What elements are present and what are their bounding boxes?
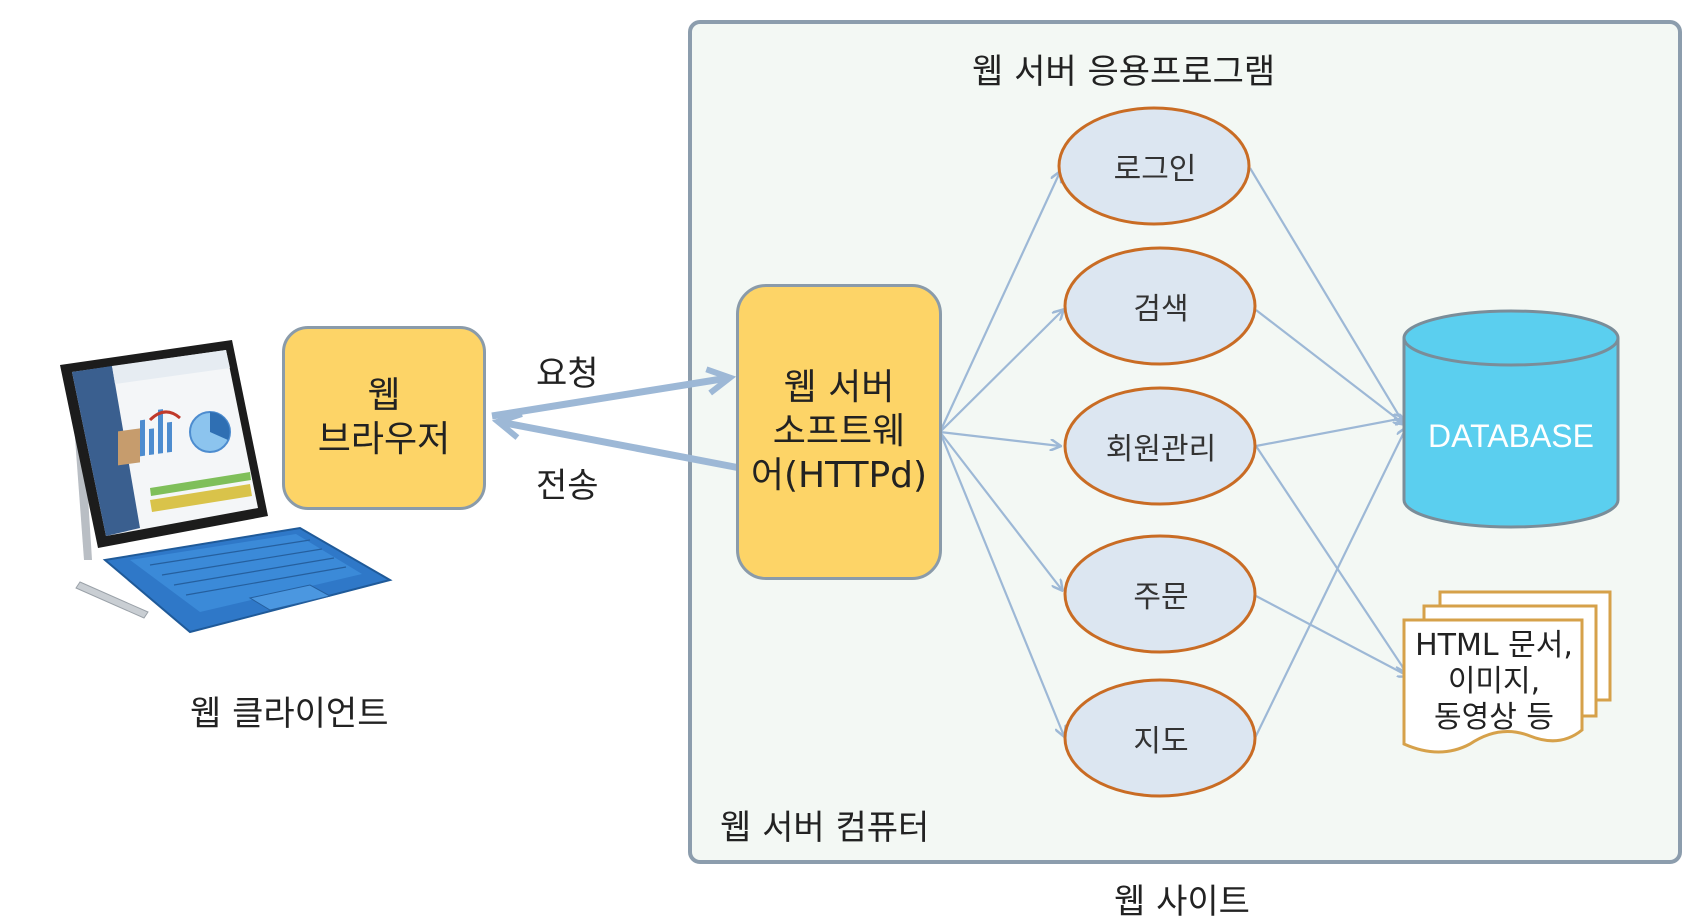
module-oval-map — [1063, 678, 1257, 798]
modules-to-storage-arrows — [1249, 167, 1408, 741]
documents-label-line3: 동영상 등 — [1434, 700, 1554, 735]
response-arrow — [500, 422, 741, 472]
module-search-label: 검색 — [1133, 292, 1189, 327]
web-server-software-line1: 웹 서버 — [783, 367, 895, 408]
documents-stack-icon — [1402, 590, 1612, 754]
database-cylinder — [1402, 309, 1620, 529]
web-server-software-box: 웹 서버 소프트웨 어(HTTPd) — [736, 284, 942, 580]
web-browser-label-line1: 웹 — [367, 375, 401, 416]
documents-label-line2: 이미지, — [1447, 664, 1541, 699]
web-server-computer-label: 웹 서버 컴퓨터 — [720, 808, 930, 848]
module-map-label: 지도 — [1133, 724, 1189, 759]
module-oval-login — [1057, 106, 1251, 226]
module-oval-search — [1063, 246, 1257, 366]
web-server-software-line3: 어(HTTPd) — [750, 455, 928, 496]
documents-label-line1: HTML 문서, — [1415, 628, 1573, 663]
database-label: DATABASE — [1428, 418, 1594, 454]
web-browser-box: 웹 브라우저 — [282, 326, 486, 510]
laptop-tablet-icon — [60, 340, 393, 634]
module-oval-order — [1063, 534, 1257, 654]
web-client-label: 웹 클라이언트 — [190, 694, 389, 734]
module-login-label: 로그인 — [1113, 152, 1197, 187]
module-members-label: 회원관리 — [1105, 432, 1217, 467]
web-server-software-line2: 소프트웨 — [772, 411, 906, 452]
web-browser-label-line2: 브라우저 — [317, 419, 451, 460]
request-arrow — [491, 378, 728, 420]
module-order-label: 주문 — [1133, 580, 1189, 615]
httpd-to-modules-arrows — [938, 172, 1064, 736]
web-site-label: 웹 사이트 — [1114, 882, 1250, 922]
web-server-app-label: 웹 서버 응용프로그램 — [972, 52, 1276, 92]
documents-label: HTML 문서, 이미지, 동영상 등 — [1396, 628, 1592, 736]
module-oval-members — [1063, 386, 1257, 506]
request-label: 요청 — [536, 354, 599, 394]
response-label: 전송 — [536, 466, 599, 506]
